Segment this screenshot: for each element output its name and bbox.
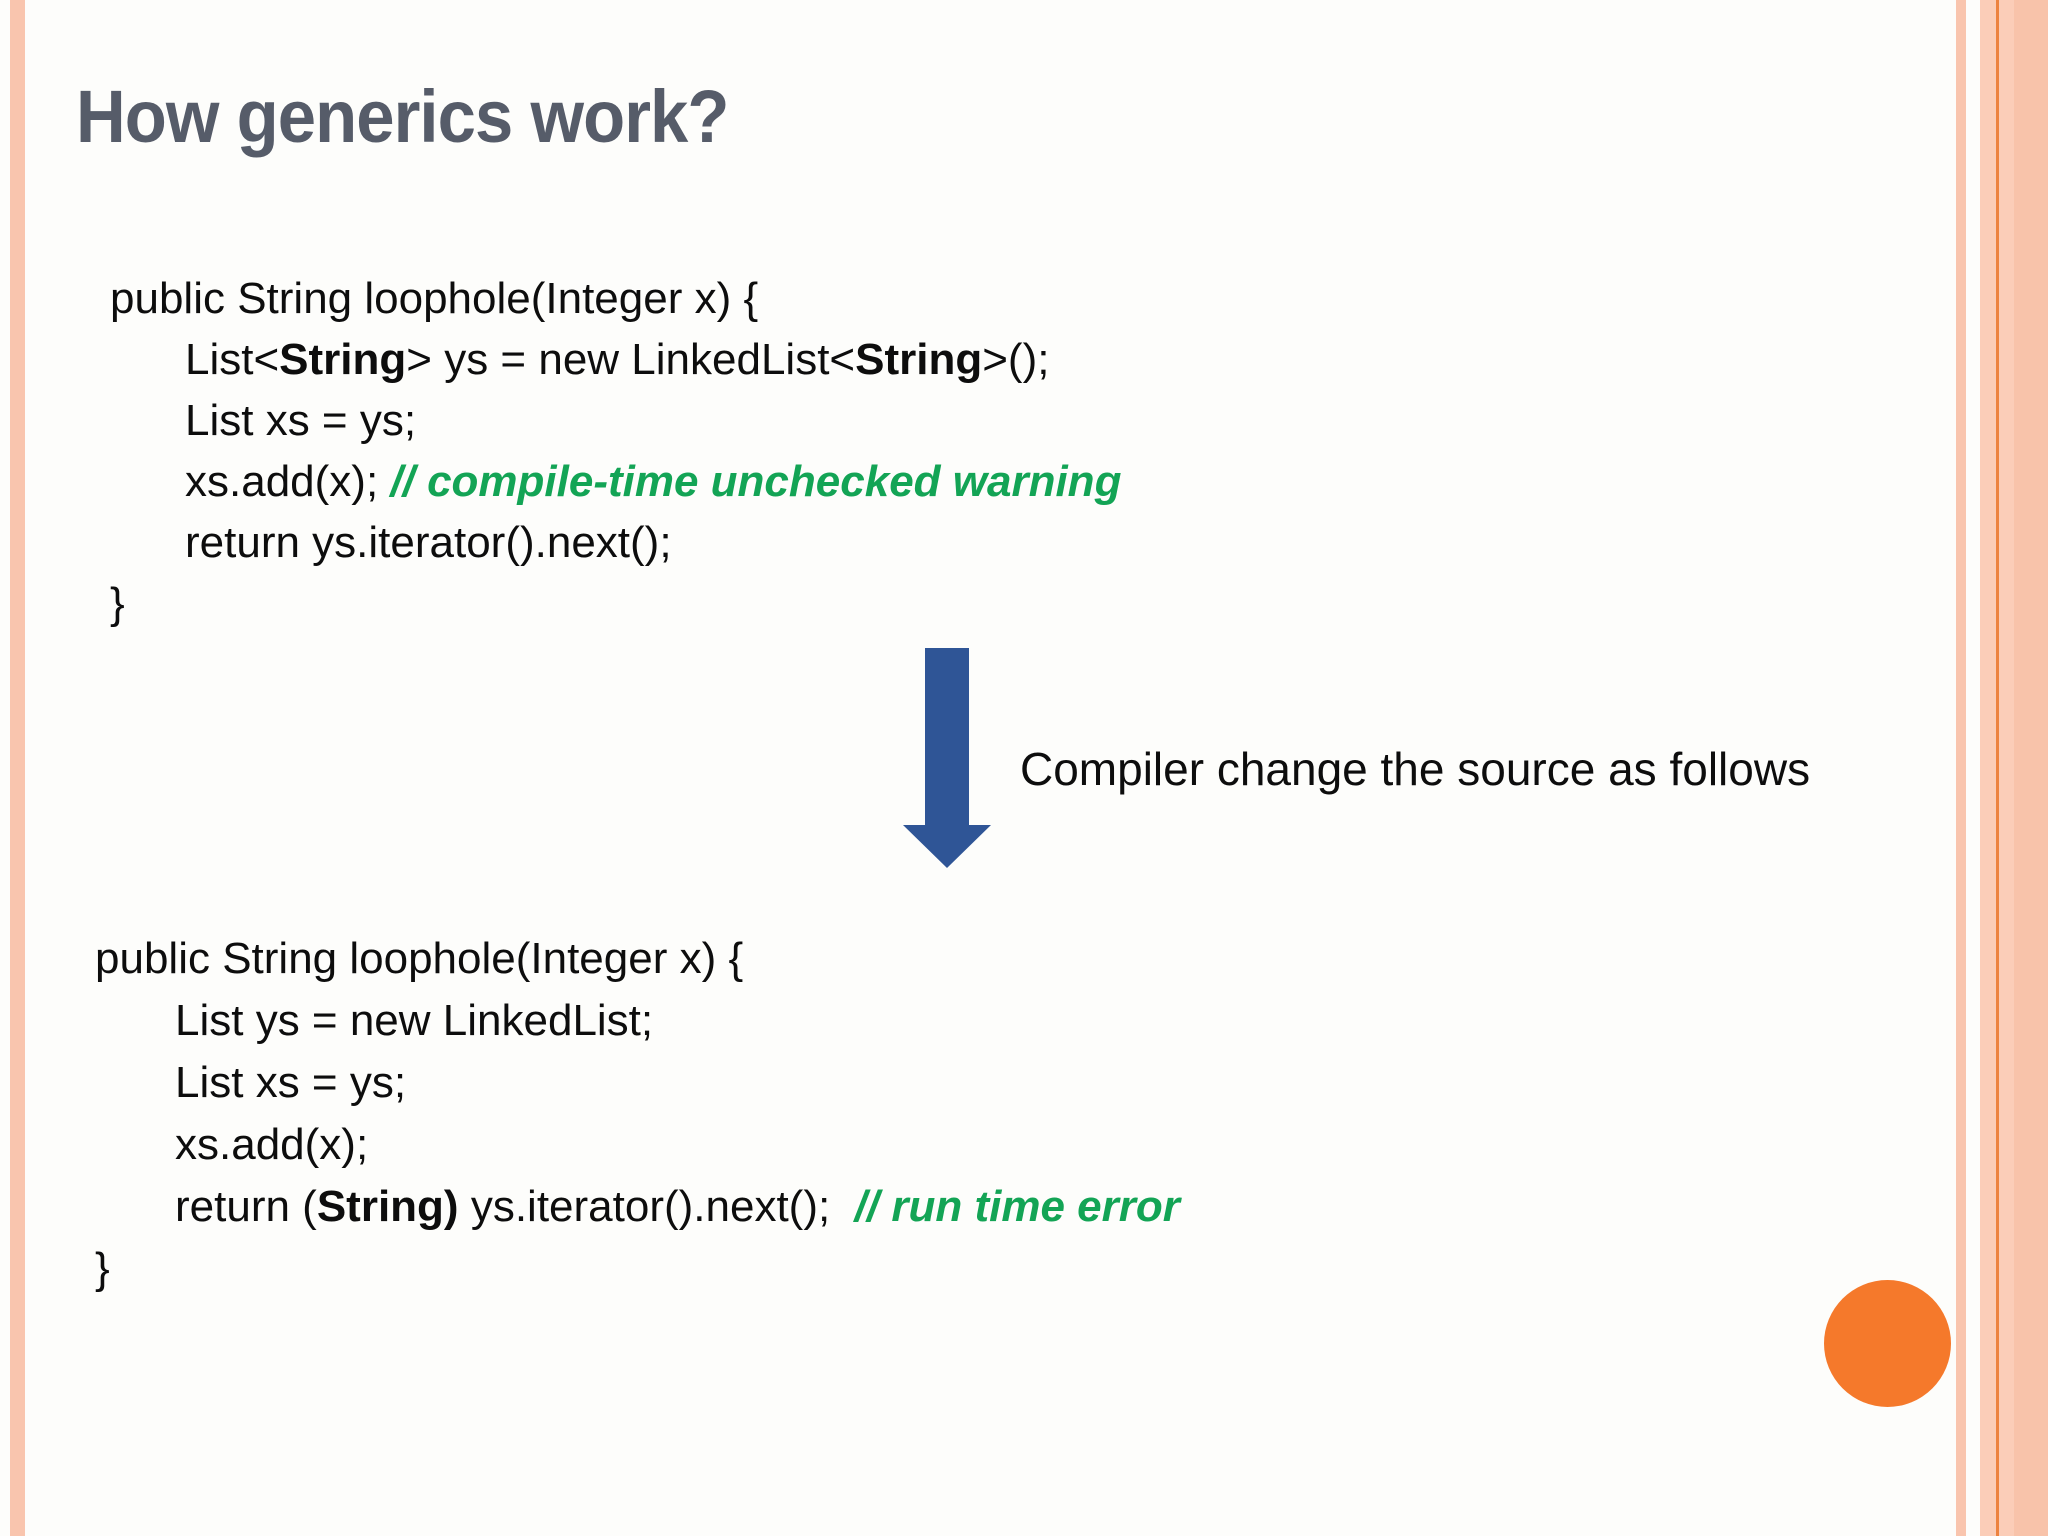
code-text: } <box>110 579 125 628</box>
code-line: List xs = ys; <box>110 390 1121 451</box>
code-text: } <box>95 1244 110 1293</box>
code-text: String <box>279 335 407 384</box>
transition-label: Compiler change the source as follows <box>1020 743 1811 795</box>
code-line: List ys = new LinkedList; <box>95 990 1180 1052</box>
code-line: xs.add(x); // compile-time unchecked war… <box>110 451 1121 512</box>
left-border-stripe <box>10 0 25 1536</box>
code-line: List xs = ys; <box>95 1052 1180 1114</box>
code-comment: // run time error <box>854 1182 1180 1231</box>
code-line: xs.add(x); <box>95 1114 1180 1176</box>
page-title: How generics work? <box>76 75 729 158</box>
arrow-head <box>903 825 991 868</box>
code-block-generic-source: public String loophole(Integer x) { List<… <box>110 268 1121 634</box>
code-text: String <box>855 335 983 384</box>
code-text: List xs = ys; <box>185 396 417 445</box>
code-text: List ys = new LinkedList; <box>175 996 654 1045</box>
arrow-shaft <box>925 648 969 825</box>
code-text: List xs = ys; <box>175 1058 407 1107</box>
code-text: ys.iterator().next(); <box>458 1182 855 1231</box>
code-text: xs.add(x); <box>185 457 391 506</box>
code-line: public String loophole(Integer x) { <box>110 268 1121 329</box>
code-comment: // compile-time unchecked warning <box>390 457 1122 506</box>
code-text: >(); <box>982 335 1050 384</box>
right-border-outer-band <box>2014 0 2048 1536</box>
orange-circle-decoration <box>1824 1280 1951 1407</box>
code-block-erased-source: public String loophole(Integer x) { List … <box>95 928 1180 1300</box>
code-line: List<String> ys = new LinkedList<String>… <box>110 329 1121 390</box>
code-line: public String loophole(Integer x) { <box>95 928 1180 990</box>
code-text: xs.add(x); <box>175 1120 369 1169</box>
code-line: return (String) ys.iterator().next(); //… <box>95 1176 1180 1238</box>
code-text: return ys.iterator().next(); <box>185 518 672 567</box>
code-text: > ys = new LinkedList< <box>406 335 856 384</box>
code-text: return ( <box>175 1182 317 1231</box>
code-line: } <box>95 1238 1180 1300</box>
code-text: public String loophole(Integer x) { <box>95 934 744 983</box>
code-line: } <box>110 573 1121 634</box>
right-border-accent-line <box>1996 0 1999 1536</box>
code-text: String) <box>316 1182 459 1231</box>
code-text: List< <box>185 335 280 384</box>
code-text: public String loophole(Integer x) { <box>110 274 759 323</box>
right-border-stripe <box>1956 0 1966 1536</box>
down-arrow-icon <box>903 648 991 868</box>
code-line: return ys.iterator().next(); <box>110 512 1121 573</box>
